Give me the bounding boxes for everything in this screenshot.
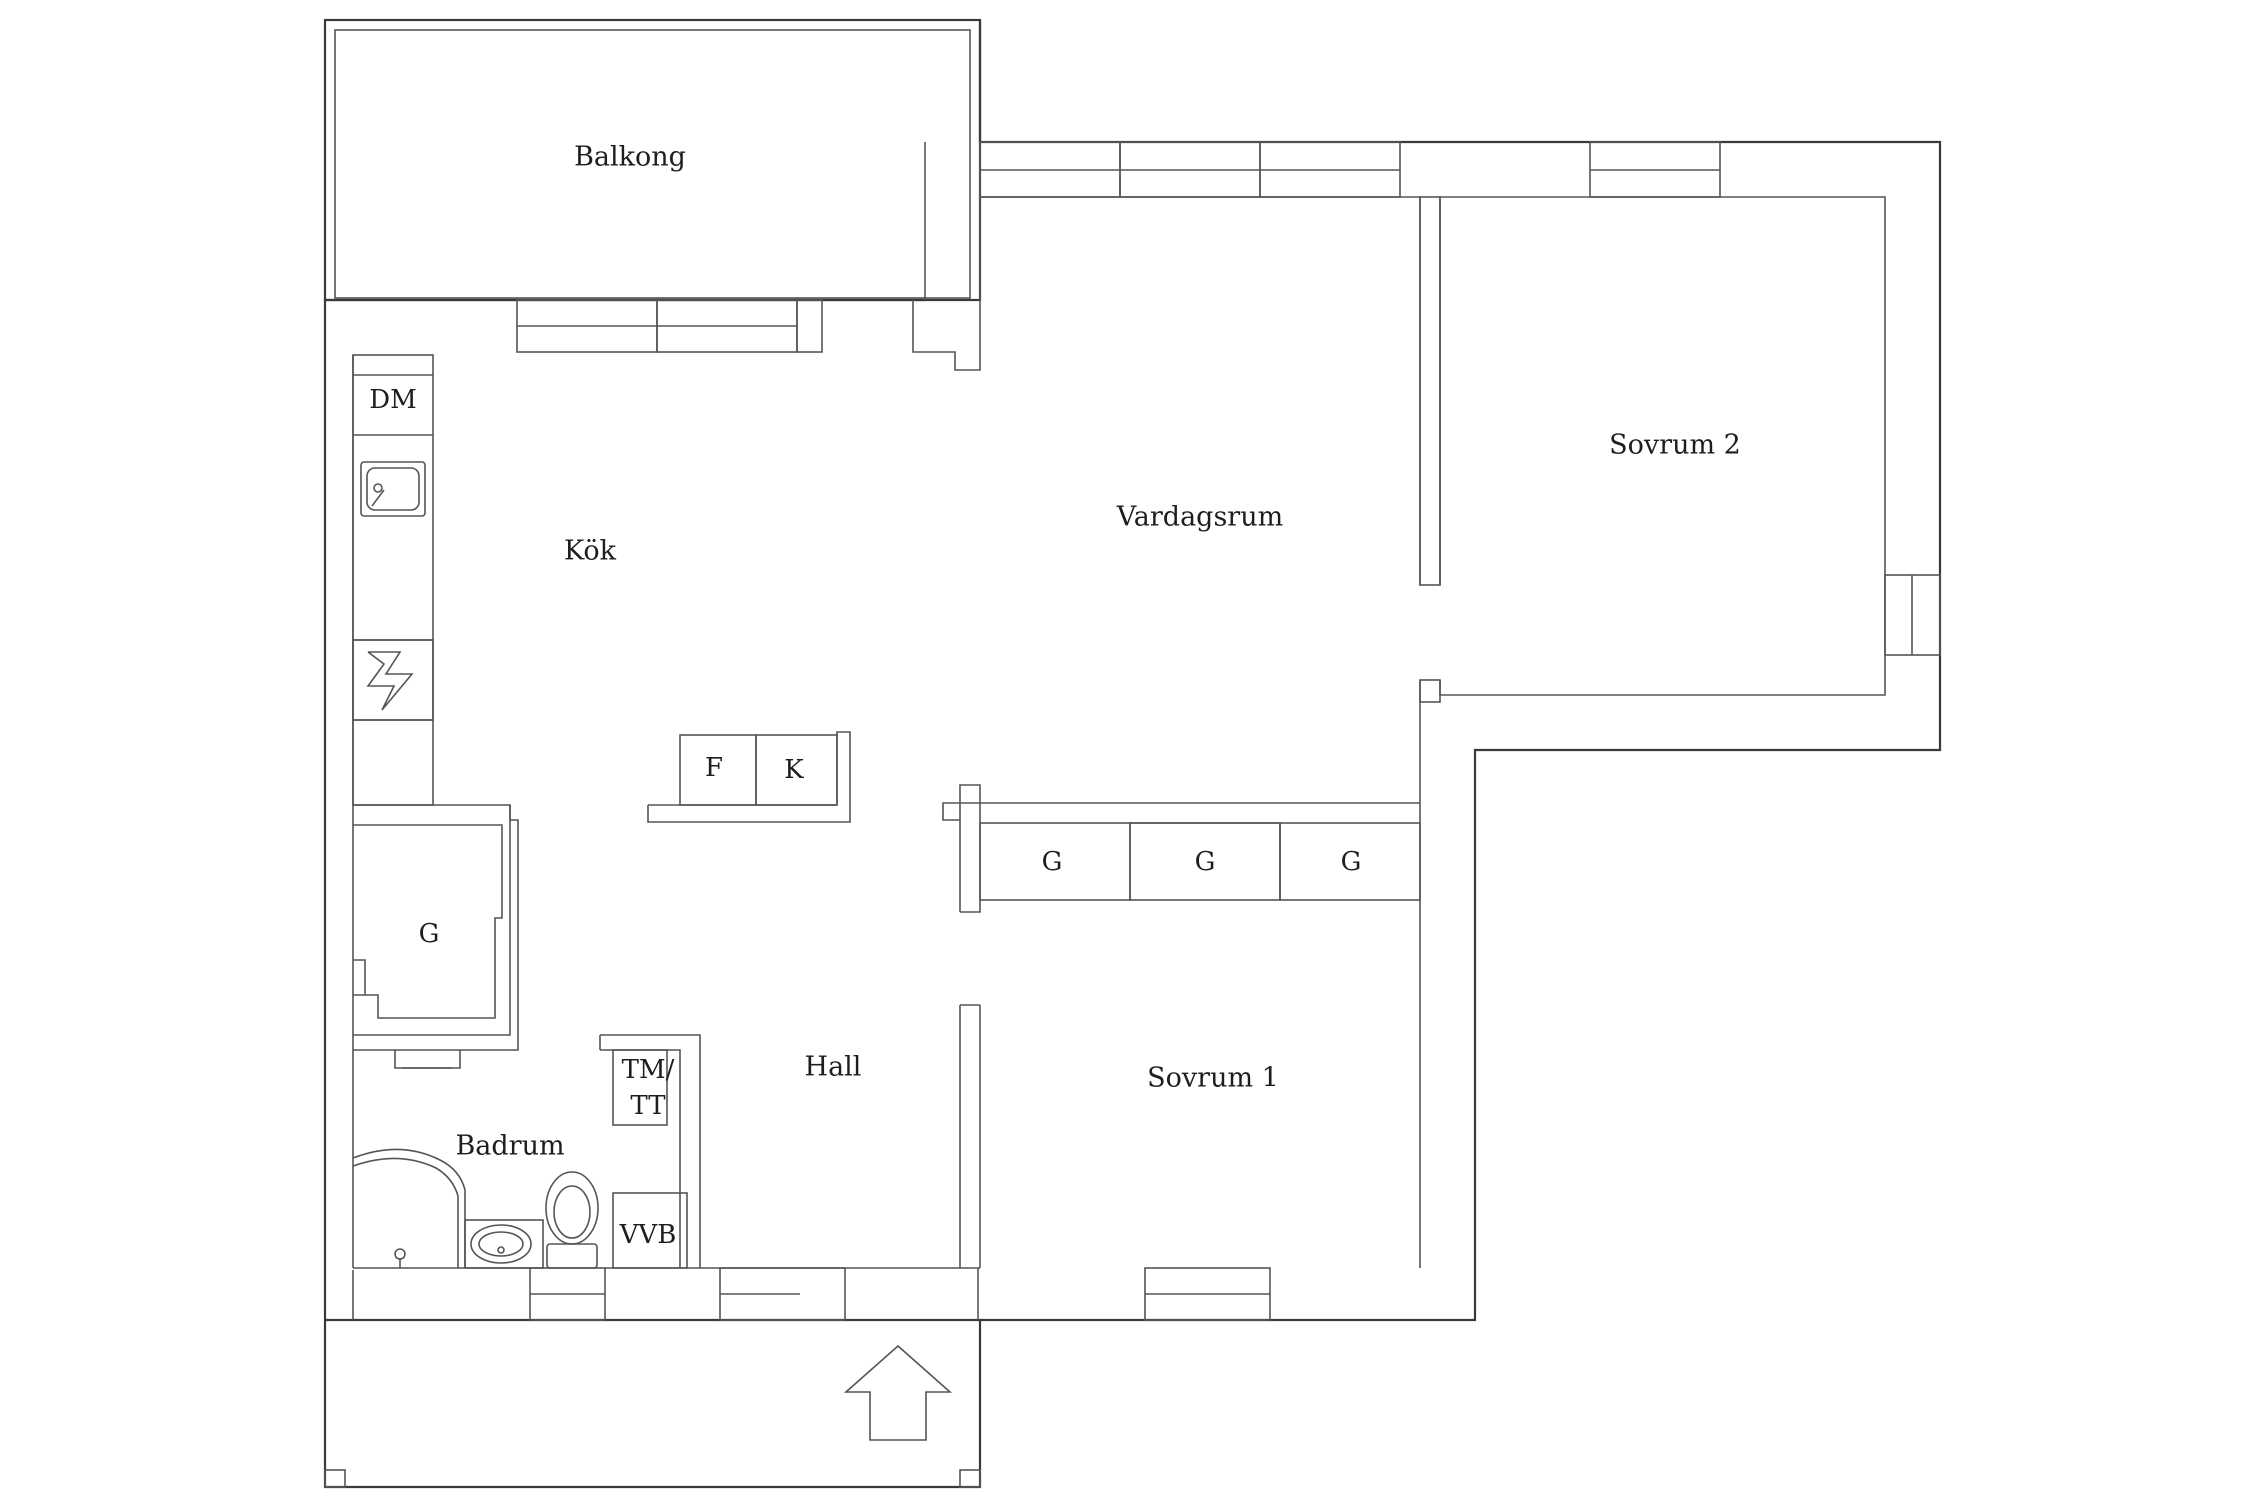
room-label-balkong: Balkong bbox=[574, 142, 686, 173]
room-label-kok: Kök bbox=[564, 536, 617, 567]
room-label-sovrum1: Sovrum 1 bbox=[1147, 1063, 1279, 1094]
windows bbox=[516, 141, 1941, 1321]
entrance-arrow-icon bbox=[843, 1344, 953, 1441]
fixture-label-tt: TT bbox=[630, 1091, 666, 1121]
fixture-label-vvb: VVB bbox=[619, 1220, 677, 1250]
room-label-vardagsrum: Vardagsrum bbox=[1116, 502, 1283, 533]
fixture-label-g-2: G bbox=[1195, 847, 1216, 877]
fixture-label-f: F bbox=[705, 753, 723, 783]
wardrobes bbox=[979, 822, 1421, 901]
toilet-icon bbox=[545, 1171, 599, 1269]
fixture-label-g-1: G bbox=[1042, 847, 1063, 877]
room-label-badrum: Badrum bbox=[455, 1131, 564, 1162]
stove-icon bbox=[352, 639, 434, 721]
room-label-hall: Hall bbox=[805, 1052, 862, 1083]
room-label-sovrum2: Sovrum 2 bbox=[1609, 430, 1741, 461]
fixture-label-tm: TM/ bbox=[622, 1055, 675, 1085]
washbasin-icon bbox=[470, 1224, 532, 1264]
fixture-label-g-3: G bbox=[1341, 847, 1362, 877]
outer-walls bbox=[323, 20, 1942, 1489]
kitchen-counter bbox=[352, 354, 434, 806]
interior-walls bbox=[353, 695, 1421, 1268]
fixture-label-g-kitchen: G bbox=[419, 919, 440, 949]
fixture-label-dm: DM bbox=[369, 385, 416, 415]
kitchen-closet bbox=[353, 824, 503, 1019]
shower-icon bbox=[352, 1148, 466, 1268]
fixture-label-k: K bbox=[784, 755, 804, 785]
sink-icon bbox=[360, 461, 426, 517]
